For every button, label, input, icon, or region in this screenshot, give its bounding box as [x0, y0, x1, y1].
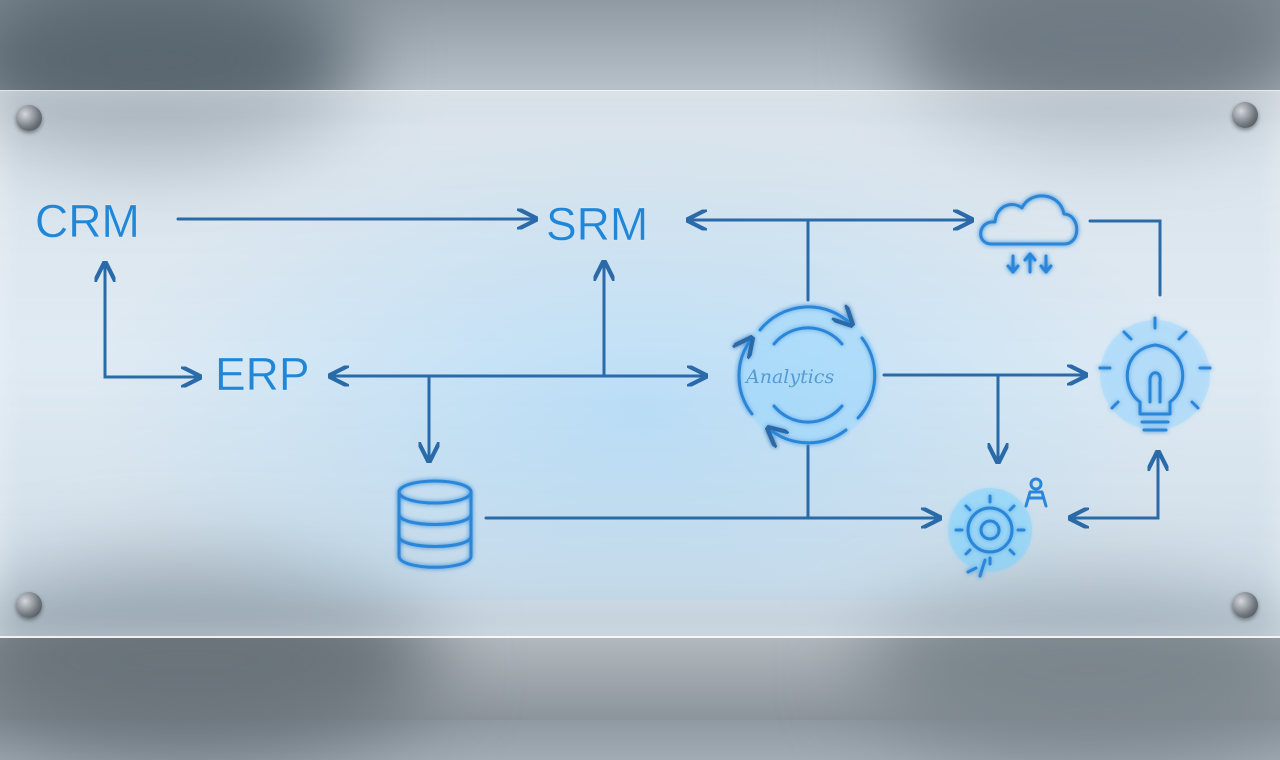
lightbulb-icon	[1098, 316, 1212, 432]
analytics-cycle-icon	[738, 305, 878, 445]
person-icon	[1024, 477, 1048, 508]
screw-bottom-right	[1232, 592, 1258, 618]
screw-bottom-left	[16, 592, 42, 618]
connectors	[105, 219, 1160, 518]
cloud-icon	[979, 194, 1079, 274]
glass-panel	[0, 90, 1280, 638]
diagram-canvas: CRM SRM ERP Analytics	[35, 194, 1212, 578]
gear-icon	[948, 488, 1032, 578]
srm-label: SRM	[546, 198, 648, 250]
screw-top-right	[1232, 102, 1258, 128]
database-icon	[397, 479, 473, 569]
cloud-to-bulb-line	[1088, 219, 1162, 297]
crm-label: CRM	[35, 195, 140, 247]
erp-label: ERP	[215, 348, 310, 400]
crm-erp-arrow	[105, 263, 200, 377]
gear-bulb-arrow	[1070, 452, 1158, 518]
screw-top-left	[16, 105, 42, 131]
